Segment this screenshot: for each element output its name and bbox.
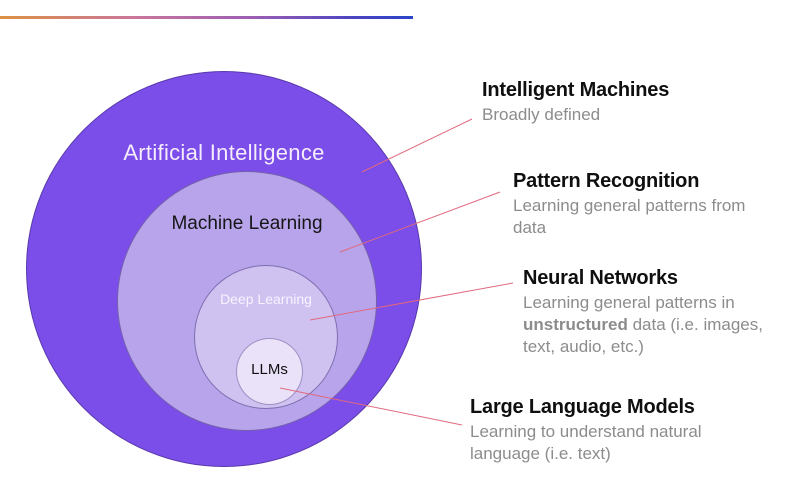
circle-label-artificial-intelligence: Artificial Intelligence bbox=[123, 140, 325, 165]
circle-label-llms: LLMs bbox=[251, 361, 288, 378]
annotation-title: Large Language Models bbox=[470, 396, 695, 418]
circle-label-deep-learning: Deep Learning bbox=[220, 291, 312, 307]
description-segment: Learning general patterns in bbox=[523, 293, 735, 312]
annotation-neural-networks: Neural Networks Learning general pattern… bbox=[523, 267, 790, 358]
description-segment: data (i.e. images, text, audio, etc.) bbox=[523, 315, 763, 356]
annotation-title: Intelligent Machines bbox=[482, 79, 670, 101]
annotation-intelligent-machines: Intelligent Machines Broadly defined bbox=[482, 79, 762, 126]
annotation-title: Neural Networks bbox=[523, 267, 678, 289]
circle-label-machine-learning: Machine Learning bbox=[171, 213, 323, 234]
annotation-title: Pattern Recognition bbox=[513, 170, 700, 192]
annotation-description: Learning to understand natural language … bbox=[470, 422, 702, 463]
annotation-pattern-recognition: Pattern Recognition Learning general pat… bbox=[513, 170, 790, 239]
annotation-description: Learning general patterns from data bbox=[513, 196, 746, 237]
top-accent-line bbox=[0, 16, 413, 19]
description-bold-segment: unstructured bbox=[523, 315, 628, 334]
annotation-large-language-models: Large Language Models Learning to unders… bbox=[470, 396, 750, 465]
annotation-description: Learning general patterns in unstructure… bbox=[523, 292, 790, 358]
annotation-description: Broadly defined bbox=[482, 105, 601, 124]
